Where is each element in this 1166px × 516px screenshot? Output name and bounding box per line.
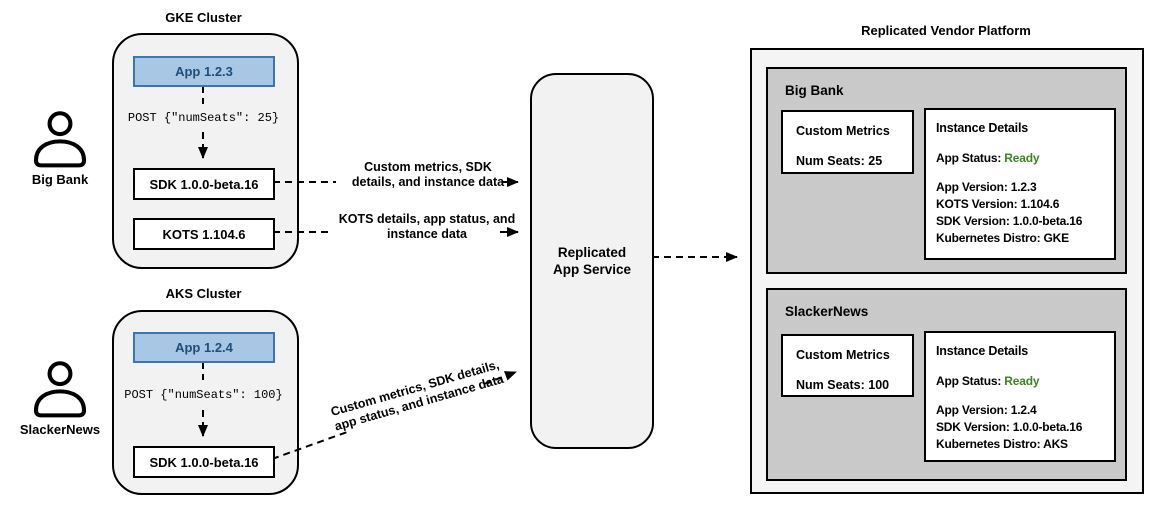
sdk-version-line: SDK Version: 1.0.0-beta.16 <box>936 214 1083 228</box>
gke-sdk-node: SDK 1.0.0-beta.16 <box>133 168 275 200</box>
gke-cluster-title: GKE Cluster <box>165 10 242 25</box>
tenant-panel-slackernews: SlackerNews Custom Metrics Num Seats: 10… <box>766 288 1127 481</box>
actor-label: Big Bank <box>31 172 89 187</box>
instance-details-box: Instance Details App Status: Ready App V… <box>924 331 1116 462</box>
tenant-name: SlackerNews <box>785 304 869 319</box>
tenant-panel-big-bank: Big Bank Custom Metrics Num Seats: 25 In… <box>766 67 1127 274</box>
custom-metrics-title: Custom Metrics <box>796 348 890 362</box>
replicated-app-service-node: Replicated App Service <box>530 73 654 449</box>
custom-metrics-box: Custom Metrics Num Seats: 100 <box>781 334 914 397</box>
service-label: Replicated App Service <box>552 245 632 277</box>
app-version-line: App Version: 1.2.3 <box>936 180 1037 194</box>
person-icon <box>33 111 87 168</box>
instance-details-title: Instance Details <box>936 121 1028 135</box>
gke-post-request-text: POST {"numSeats": 25} <box>127 111 280 125</box>
actor-label: SlackerNews <box>19 422 101 437</box>
app-status-label: App Status: <box>936 151 1002 165</box>
tenant-name: Big Bank <box>785 83 844 98</box>
gke-app-node: App 1.2.3 <box>133 56 275 87</box>
aks-sdk-to-service-line-left <box>271 430 351 460</box>
vendor-platform-title: Replicated Vendor Platform <box>861 23 1031 38</box>
custom-metrics-box: Custom Metrics Num Seats: 25 <box>781 110 914 174</box>
aks-app-node: App 1.2.4 <box>133 332 275 363</box>
actor-slackernews: SlackerNews <box>18 360 102 437</box>
edge-label-kots-data: KOTS details, app status, and instance d… <box>338 212 516 241</box>
num-seats-value: Num Seats: 100 <box>796 378 890 392</box>
custom-metrics-title: Custom Metrics <box>796 124 890 138</box>
aks-cluster-title: AKS Cluster <box>165 286 242 301</box>
kots-version-line: KOTS Version: 1.104.6 <box>936 197 1060 211</box>
kubernetes-distro-line: Kubernetes Distro: GKE <box>936 231 1069 245</box>
app-status-line: App Status: Ready <box>936 150 1108 167</box>
app-status-value: Ready <box>1004 151 1040 165</box>
kubernetes-distro-line: Kubernetes Distro: AKS <box>936 437 1068 451</box>
sdk-version-line: SDK Version: 1.0.0-beta.16 <box>936 420 1083 434</box>
gke-kots-node: KOTS 1.104.6 <box>133 218 275 250</box>
instance-detail-lines: App Version: 1.2.4 SDK Version: 1.0.0-be… <box>936 402 1108 453</box>
num-seats-value: Num Seats: 25 <box>796 154 883 168</box>
aks-sdk-to-service-arrow <box>483 371 517 385</box>
app-status-label: App Status: <box>936 374 1002 388</box>
person-icon <box>33 361 87 418</box>
edge-label-sdk-data: Custom metrics, SDK details, and instanc… <box>351 160 505 189</box>
instance-detail-lines: App Version: 1.2.3 KOTS Version: 1.104.6… <box>936 179 1108 247</box>
instance-details-title: Instance Details <box>936 344 1028 358</box>
app-status-value: Ready <box>1004 374 1040 388</box>
app-status-line: App Status: Ready <box>936 373 1108 390</box>
aks-sdk-node: SDK 1.0.0-beta.16 <box>133 446 275 478</box>
actor-big-bank: Big Bank <box>18 110 102 187</box>
aks-post-request-text: POST {"numSeats": 100} <box>124 388 283 402</box>
app-version-line: App Version: 1.2.4 <box>936 403 1037 417</box>
instance-details-box: Instance Details App Status: Ready App V… <box>924 108 1116 260</box>
